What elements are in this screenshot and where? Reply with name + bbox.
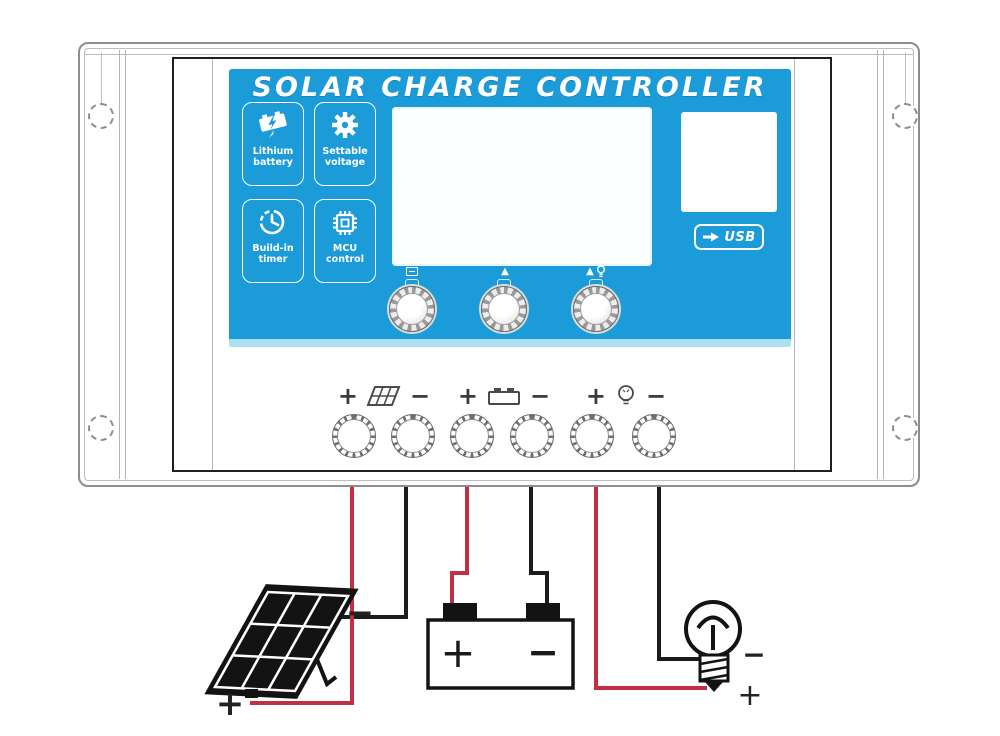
- bulb-minus-label: −: [742, 638, 765, 671]
- battery: + −: [426, 603, 575, 690]
- mcu-chip-icon: [333, 211, 357, 235]
- load-button: [573, 286, 619, 332]
- battery-plus-label: +: [440, 628, 475, 677]
- mount-hanger-line: [101, 52, 102, 104]
- load-terminal-labels: + −: [561, 382, 691, 410]
- battery-negative-post: [526, 603, 560, 621]
- usb-plug-icon: [703, 232, 720, 242]
- up-button: [481, 286, 527, 332]
- battery-negative-wire: [529, 487, 549, 605]
- battery-plus-sign: +: [457, 382, 478, 410]
- right-flange-line: [877, 50, 878, 479]
- terminal-solar-minus: [391, 414, 435, 458]
- load-minus-sign: −: [646, 382, 667, 410]
- light-bulb: − +: [684, 600, 766, 713]
- right-flange-line: [883, 50, 884, 479]
- terminal-solar-plus: [332, 414, 376, 458]
- solar-panel: − +: [204, 584, 374, 724]
- up-arrow-lamp-icon: ▲: [581, 265, 611, 278]
- menu-button: [389, 286, 435, 332]
- terminal-battery-minus: [510, 414, 554, 458]
- bulb-tip: [705, 682, 723, 692]
- solar-minus-label: −: [346, 593, 375, 633]
- solar-positive-wire: [250, 487, 354, 705]
- body-inner-line: [212, 59, 213, 470]
- usb-label: USB: [724, 229, 756, 245]
- panel-bottom-strip: [229, 339, 791, 347]
- solar-terminal-labels: + −: [319, 382, 449, 410]
- load-negative-wire: [657, 487, 701, 661]
- usb-port-window: [681, 112, 777, 212]
- wiring-diagram: − + + − − +: [0, 487, 766, 736]
- battery-body: [426, 618, 575, 690]
- mounting-hole-top-left: [88, 103, 114, 129]
- terminal-load-plus: [570, 414, 614, 458]
- lamp-icon: [618, 385, 634, 405]
- button-tab: [405, 279, 419, 287]
- load-positive-wire: [594, 487, 707, 690]
- terminal-battery-plus: [450, 414, 494, 458]
- bulb-filament: [696, 615, 730, 650]
- up-arrow-icon: ▲: [501, 265, 509, 277]
- red-wires: [250, 487, 707, 705]
- button-tab: [497, 279, 511, 287]
- display-select-icon: [405, 265, 419, 278]
- gear-icon: [332, 112, 358, 138]
- battery-positive-post: [443, 603, 477, 621]
- case-top-line: [85, 54, 913, 55]
- lcd-display: [392, 107, 652, 266]
- solar-minus-sign: −: [410, 382, 431, 410]
- solar-plus-label: +: [216, 684, 245, 724]
- battery-terminal-labels: + −: [439, 382, 569, 410]
- battery-icon: [488, 388, 520, 405]
- solar-negative-wire: [338, 487, 408, 619]
- mounting-hole-bottom-left: [88, 415, 114, 441]
- battery-minus-sign: −: [530, 382, 551, 410]
- lithium-battery-icon: [259, 111, 287, 139]
- solar-panel-icon: [366, 386, 401, 406]
- load-plus-sign: +: [585, 382, 606, 410]
- clock-icon: [259, 209, 285, 235]
- body-inner-line: [794, 59, 795, 470]
- mounting-hole-bottom-right: [892, 415, 918, 441]
- bulb-plus-label: +: [737, 678, 762, 713]
- left-flange-line: [119, 50, 120, 479]
- solar-plus-sign: +: [337, 382, 358, 410]
- black-wires: [338, 487, 701, 661]
- product-title: SOLAR CHARGE CONTROLLER: [252, 72, 768, 103]
- usb-badge: USB: [694, 224, 764, 250]
- mount-hanger-line: [905, 52, 906, 104]
- battery-minus-label: −: [527, 630, 559, 674]
- mounting-hole-top-right: [892, 103, 918, 129]
- bulb-threads: [699, 657, 729, 682]
- battery-positive-wire: [450, 487, 469, 605]
- button-tab: [589, 279, 603, 287]
- left-flange-line: [125, 50, 126, 479]
- terminal-load-minus: [632, 414, 676, 458]
- panel-plus-tab: [245, 689, 258, 698]
